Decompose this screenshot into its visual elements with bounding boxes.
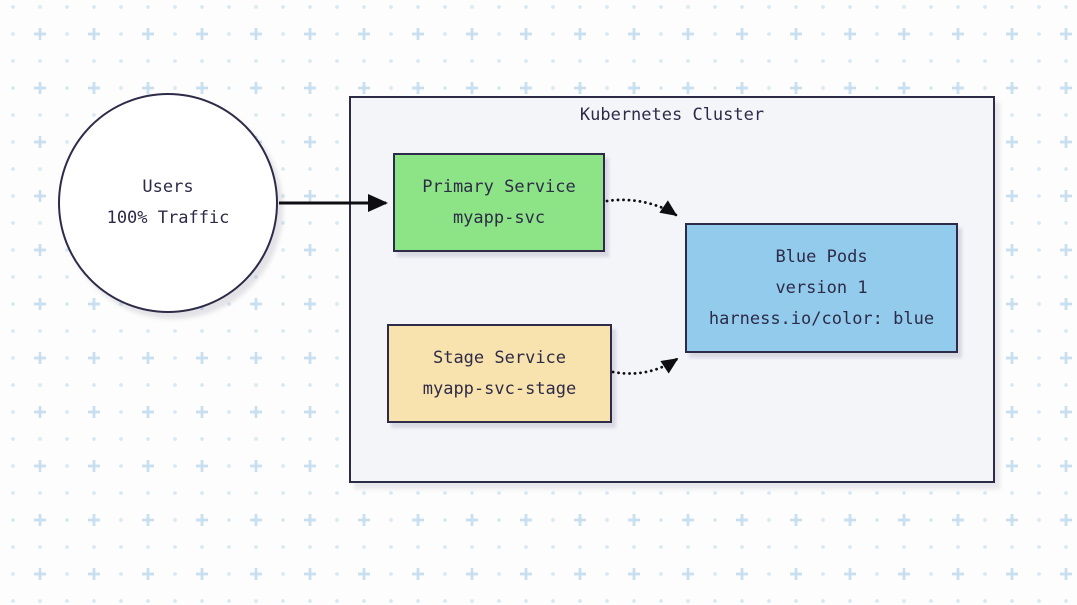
stage-service-label-line2: myapp-svc-stage [422,378,577,399]
stage-service-node: Stage Service myapp-svc-stage [387,324,612,423]
users-label-line1: Users [142,177,194,197]
blue-pods-label-line3: harness.io/color: blue [708,308,935,329]
users-label-line2: 100% Traffic [106,208,230,228]
primary-service-node: Primary Service myapp-svc [393,153,605,252]
blue-pods-label-line2: version 1 [775,277,868,298]
primary-service-label-line1: Primary Service [422,176,576,197]
cluster-title: Kubernetes Cluster [579,105,765,125]
primary-service-label-line2: myapp-svc [452,207,546,228]
stage-service-label-line1: Stage Service [432,347,567,368]
users-node: Users 100% Traffic [58,93,278,313]
blue-pods-label-line1: Blue Pods [775,246,868,267]
blue-pods-node: Blue Pods version 1 harness.io/color: bl… [685,223,958,353]
